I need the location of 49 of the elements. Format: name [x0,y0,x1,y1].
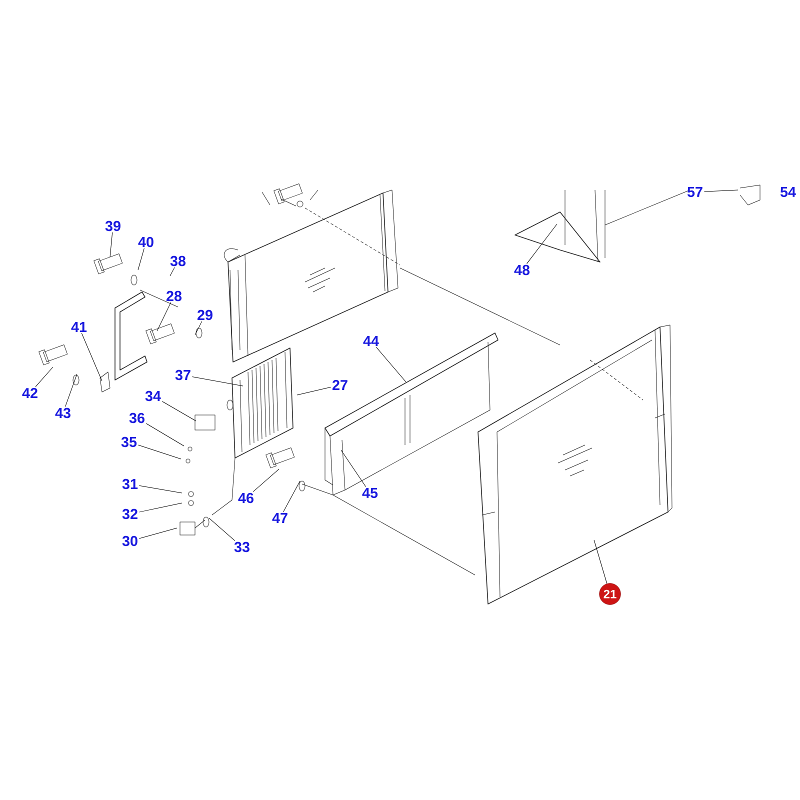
leader-line [704,190,738,192]
leader-line [296,386,332,396]
leader-line [162,401,196,422]
callout-number: 38 [170,256,186,266]
leader-line [376,346,406,382]
leader-line [138,485,182,494]
leader-line [146,423,184,446]
callout-number: 43 [55,408,70,418]
leader-line [192,376,244,386]
callout-number: 36 [129,412,144,424]
leader-line [283,480,300,512]
leader-line [138,444,182,460]
callout-number: 40 [138,236,154,248]
callout-number: 34 [145,390,161,402]
leader-line [138,248,144,270]
callout-number: 39 [105,220,120,232]
callout-number: 57 [687,186,702,198]
leader-line [156,302,172,332]
callout-number: 45 [362,488,378,498]
leader-line [110,232,113,258]
leader-line [194,321,202,336]
leader-line [208,518,236,541]
callout-number: 28 [166,290,182,302]
leader-line [35,366,54,388]
callout-number: 37 [175,370,190,380]
callout-number: 46 [238,492,254,504]
callout-number: 48 [514,264,530,276]
leader-line [252,468,280,492]
callout-number: 33 [234,542,250,552]
leader-line [65,374,78,407]
callout-number: 54 [780,186,796,198]
callout-number: 42 [22,388,38,398]
leader-line [170,267,175,276]
callout-badge: 21 [599,583,621,605]
callout-number: 29 [198,310,212,320]
callout-number: 32 [122,508,138,520]
leader-line [526,224,558,264]
leader-line [138,502,182,512]
leader-line [594,540,608,584]
callout-number: 27 [332,380,348,390]
callout-number: 30 [122,536,138,546]
callout-number: 41 [71,322,87,332]
callout-number: 44 [363,336,379,346]
callout-number: 47 [272,513,288,523]
leader-line [138,528,178,539]
callout-number: 35 [121,436,137,448]
callout-number: 31 [122,478,138,490]
leader-line [340,450,366,488]
leader-line [81,332,102,382]
